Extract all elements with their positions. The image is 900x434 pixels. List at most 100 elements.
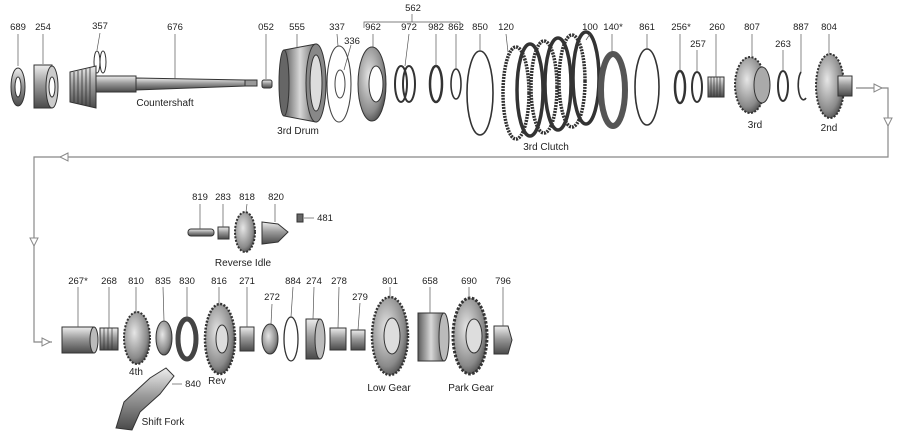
label-804: 804 (821, 22, 837, 33)
part-861-snap-ring (634, 48, 660, 126)
part-862-snap-ring (450, 68, 462, 100)
label-272: 272 (264, 292, 280, 303)
part-260-needle-bearing (707, 76, 725, 98)
label-830: 830 (179, 276, 195, 287)
label-100: 100 (582, 22, 598, 33)
label-268: 268 (101, 276, 117, 287)
caption-shift-fork: Shift Fork (142, 417, 186, 428)
part-819-shaft (187, 228, 215, 237)
part-676-countershaft (69, 65, 258, 109)
part-120-100-clutch-pack (501, 30, 601, 141)
label-972: 972 (401, 22, 417, 33)
label-689: 689 (10, 22, 26, 33)
part-816-reverse-gear (203, 302, 237, 376)
parts-row-3 (61, 295, 513, 431)
label-816: 816 (211, 276, 227, 287)
part-796-nut (493, 325, 513, 355)
part-254-bearing (33, 64, 59, 109)
caption-2nd: 2nd (821, 123, 838, 134)
leader-lines (17, 14, 830, 385)
part-982-plate (428, 64, 444, 104)
label-263: 263 (775, 39, 791, 50)
caption-low-gear: Low Gear (367, 383, 411, 394)
parts-reverse-idle (187, 211, 304, 253)
part-820-holder (261, 221, 289, 245)
part-357-rings (93, 50, 107, 74)
flow-path (29, 83, 893, 347)
label-257: 257 (690, 39, 706, 50)
part-555-3rd-drum (278, 43, 327, 123)
part-835-synchro (155, 320, 173, 356)
part-850-ring (466, 50, 494, 136)
label-278: 278 (331, 276, 347, 287)
part-271-bearing (239, 326, 255, 352)
part-272-hub (261, 323, 279, 355)
part-810-4th-gear (123, 311, 151, 365)
part-267-collar (61, 326, 99, 354)
label-279: 279 (352, 292, 368, 303)
label-676: 676 (167, 22, 183, 33)
label-887: 887 (793, 22, 809, 33)
part-690-park-gear (451, 296, 489, 376)
part-658-bearing (417, 312, 450, 362)
label-337: 337 (329, 22, 345, 33)
label-274: 274 (306, 276, 322, 287)
label-267: 267* (68, 276, 88, 287)
label-140: 140* (603, 22, 623, 33)
label-271: 271 (239, 276, 255, 287)
captions: Countershaft 3rd Drum 3rd Clutch 3rd 2nd… (129, 98, 837, 428)
label-357: 357 (92, 21, 108, 32)
label-658: 658 (422, 276, 438, 287)
label-481: 481 (317, 213, 333, 224)
label-796: 796 (495, 276, 511, 287)
label-962: 962 (365, 22, 381, 33)
part-052-pin (261, 79, 273, 89)
label-819: 819 (192, 192, 208, 203)
label-840: 840 (185, 379, 201, 390)
label-562: 562 (405, 3, 421, 14)
caption-rev: Rev (208, 376, 226, 387)
part-336-ring (334, 69, 346, 99)
part-268-bearing (99, 327, 119, 351)
label-810: 810 (128, 276, 144, 287)
part-972-spring (394, 65, 416, 103)
parts-row-1 (10, 30, 853, 141)
part-804-2nd-gear (815, 53, 853, 119)
caption-4th: 4th (129, 367, 143, 378)
part-689-seal (10, 67, 26, 107)
label-260: 260 (709, 22, 725, 33)
part-840-shift-fork (115, 367, 175, 431)
part-140-plate (598, 51, 628, 129)
part-283-bearing (217, 226, 230, 240)
part-263-washer (777, 70, 789, 102)
part-337-ring (326, 45, 352, 123)
caption-3rd: 3rd (748, 120, 762, 131)
caption-reverse-idle: Reverse Idle (215, 258, 272, 269)
caption-park-gear: Park Gear (448, 383, 494, 394)
label-690: 690 (461, 276, 477, 287)
part-818-idler-gear (234, 211, 256, 253)
label-254: 254 (35, 22, 51, 33)
label-801: 801 (382, 276, 398, 287)
caption-countershaft: Countershaft (136, 98, 193, 109)
label-850: 850 (472, 22, 488, 33)
label-120: 120 (498, 22, 514, 33)
label-555: 555 (289, 22, 305, 33)
part-962-piston (357, 46, 387, 122)
part-257-washer (691, 71, 703, 103)
part-887-snap-ring (797, 71, 807, 101)
label-862: 862 (448, 22, 464, 33)
label-884: 884 (285, 276, 301, 287)
label-283: 283 (215, 192, 231, 203)
label-818: 818 (239, 192, 255, 203)
caption-3rd-drum: 3rd Drum (277, 126, 319, 137)
part-807-3rd-gear (734, 56, 771, 114)
part-274-collar (305, 318, 326, 360)
caption-3rd-clutch: 3rd Clutch (523, 142, 569, 153)
label-982: 982 (428, 22, 444, 33)
part-801-low-gear (370, 295, 410, 377)
label-336: 336 (344, 36, 360, 47)
part-278-bearing (329, 327, 347, 351)
part-481-bolt (296, 213, 304, 223)
